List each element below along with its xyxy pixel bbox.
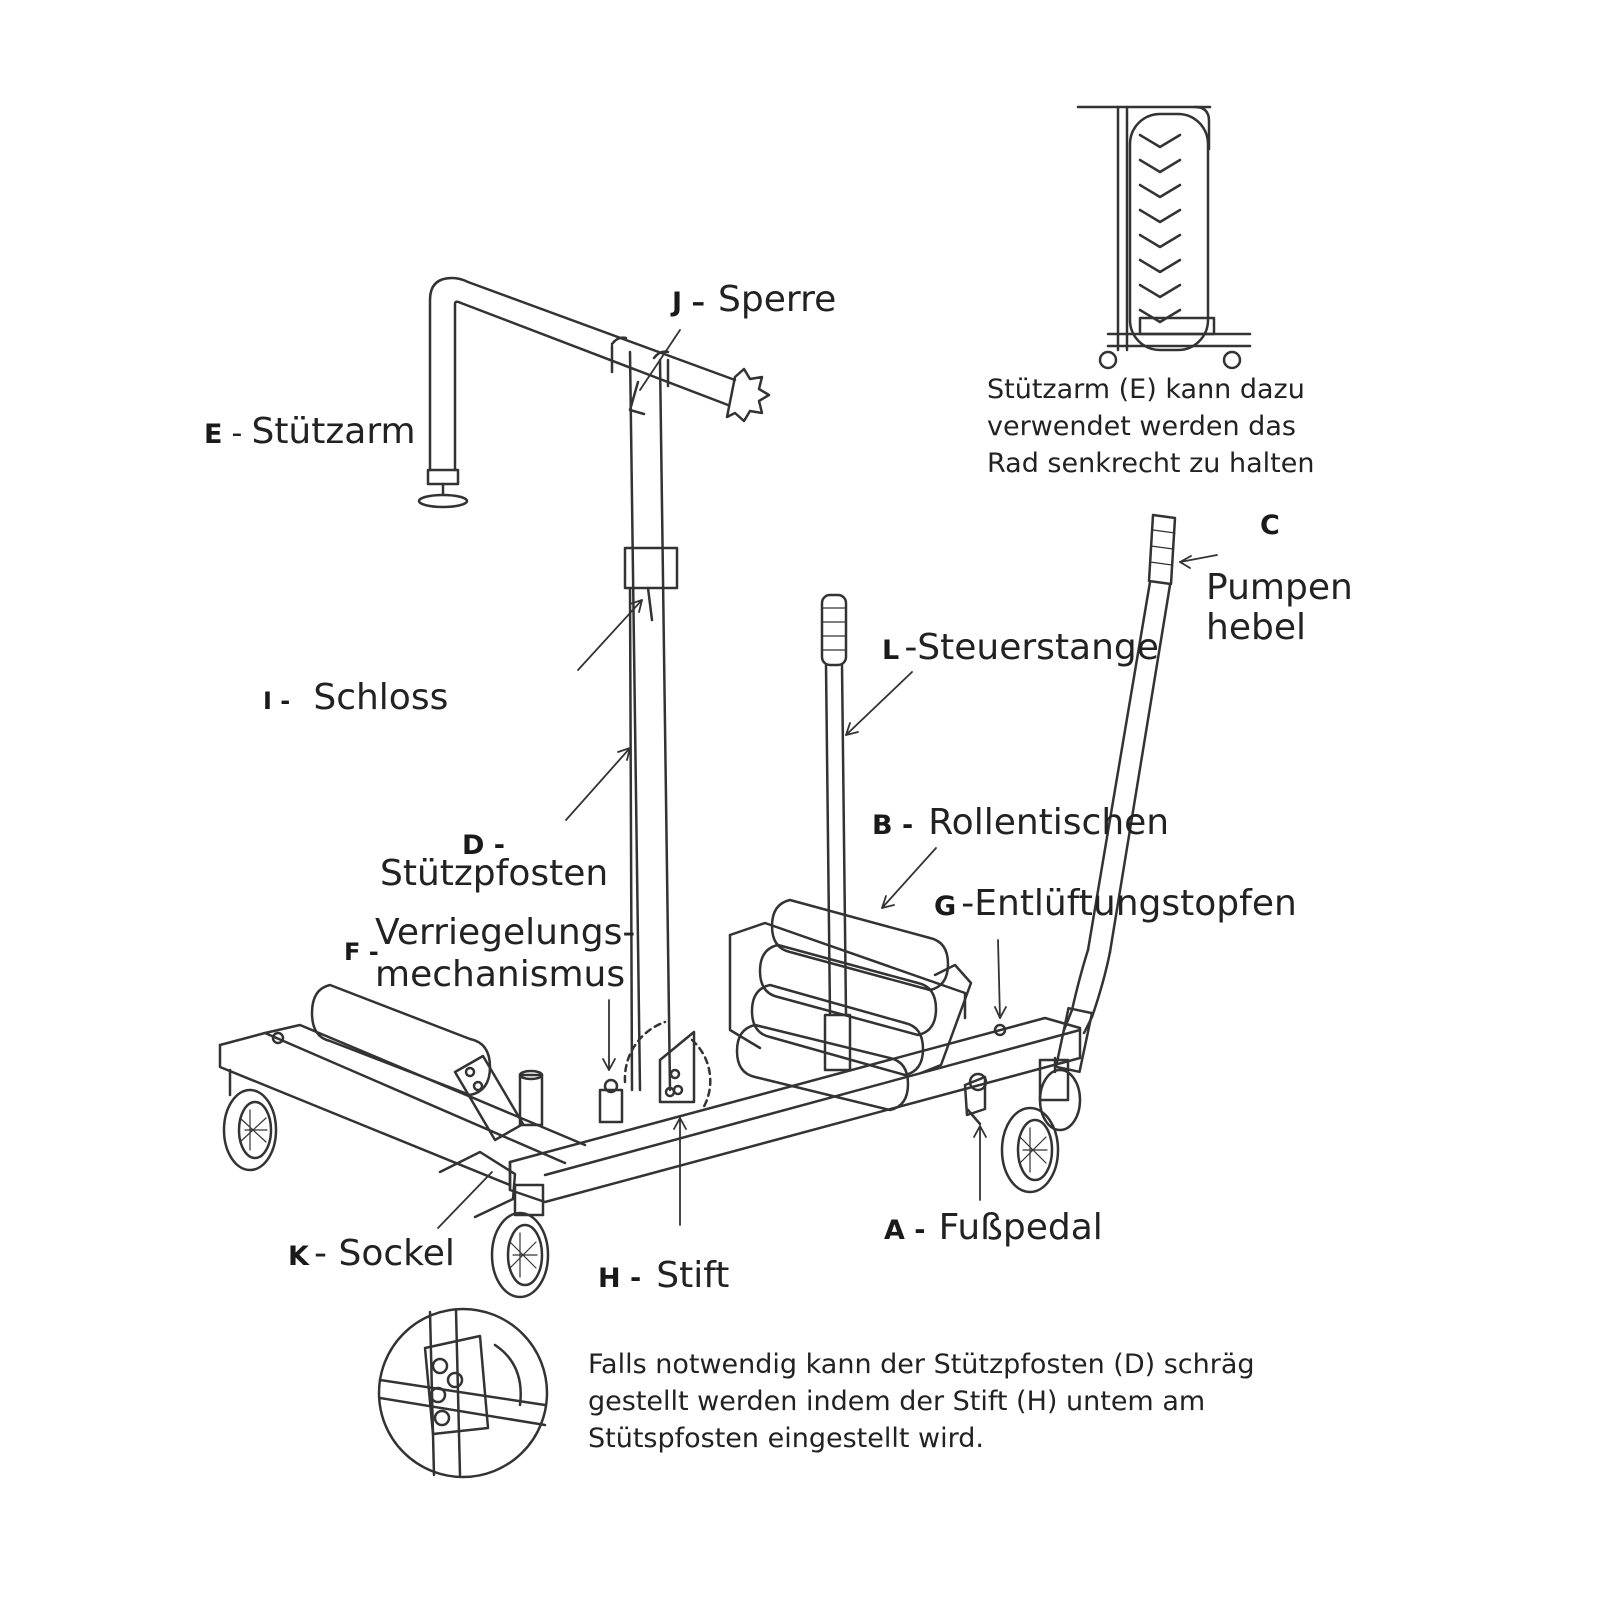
support-post bbox=[623, 350, 712, 1112]
label-f-verriegelungsmechanismus: Verriegelungs- mechanismus bbox=[375, 912, 635, 996]
note-top-line: verwendet werden das bbox=[987, 411, 1296, 442]
note-top: Stützarm (E) kann dazu verwendet werden … bbox=[987, 371, 1314, 482]
label-letter: C bbox=[1260, 510, 1280, 541]
label-name-line2: mechanismus bbox=[375, 954, 626, 995]
label-name: Stift bbox=[656, 1255, 730, 1296]
label-name: Stützarm bbox=[251, 411, 416, 452]
label-h-stift: H - Stift bbox=[598, 1258, 729, 1294]
label-letter: F - bbox=[344, 938, 379, 966]
label-j-sperre: J – Sperre bbox=[672, 282, 836, 318]
note-bottom-line: Falls notwendig kann der Stützpfosten (D… bbox=[588, 1349, 1255, 1380]
label-letter: D - bbox=[462, 830, 506, 861]
label-f-letter: F - bbox=[344, 940, 379, 964]
label-letter: B - bbox=[872, 810, 914, 841]
note-top-line: Stützarm (E) kann dazu bbox=[987, 374, 1305, 405]
note-bottom-line: Stütspfosten eingestellt wird. bbox=[588, 1423, 984, 1454]
control-bar bbox=[820, 593, 852, 1072]
label-name: - Sockel bbox=[314, 1233, 455, 1274]
label-letter: E bbox=[204, 419, 223, 450]
label-letter: H - bbox=[598, 1263, 642, 1294]
roller-platform bbox=[728, 898, 973, 1112]
caster-left bbox=[222, 1068, 278, 1172]
label-l-steuerstange: L -Steuerstange bbox=[882, 630, 1159, 666]
label-name-line1: Pumpen bbox=[1206, 567, 1353, 608]
support-arm bbox=[417, 276, 771, 509]
label-separator: - bbox=[231, 416, 243, 451]
pump-handle bbox=[1054, 513, 1177, 1074]
note-bottom: Falls notwendig kann der Stützpfosten (D… bbox=[588, 1346, 1255, 1457]
inset-pivot-detail bbox=[377, 1307, 549, 1479]
label-name: Schloss bbox=[313, 677, 449, 718]
label-i-schloss: I - Schloss bbox=[263, 680, 448, 716]
label-d-stuetzpfosten: Stützpfosten bbox=[380, 856, 608, 892]
label-letter: J – bbox=[672, 287, 705, 318]
label-name: -Steuerstange bbox=[904, 627, 1159, 668]
caster-right-front bbox=[1000, 1058, 1070, 1194]
casters bbox=[222, 1056, 1082, 1299]
note-bottom-line: gestellt werden indem der Stift (H) unte… bbox=[588, 1386, 1206, 1417]
caster-right-rear bbox=[1038, 1056, 1082, 1132]
label-a-fusspedal: A - Fußpedal bbox=[884, 1210, 1103, 1246]
label-e-stuetzarm: E - Stützarm bbox=[204, 414, 416, 450]
label-name: Rollentischen bbox=[928, 802, 1170, 843]
label-name: Sperre bbox=[718, 279, 837, 320]
label-name: Stützpfosten bbox=[380, 853, 609, 894]
label-c-pumpenhebel: Pumpen hebel bbox=[1206, 568, 1353, 648]
label-name: -Entlüftungstopfen bbox=[961, 883, 1297, 924]
label-k-sockel: K - Sockel bbox=[288, 1236, 455, 1272]
inset-upright-tire bbox=[1076, 105, 1252, 370]
label-name: Fußpedal bbox=[938, 1207, 1103, 1248]
label-name-line1: Verriegelungs- bbox=[375, 912, 636, 953]
leader-lines bbox=[437, 329, 1218, 1229]
label-g-entlueftungstopfen: G -Entlüftungstopfen bbox=[934, 886, 1297, 922]
label-letter: L bbox=[882, 635, 900, 666]
base-frame bbox=[218, 1016, 1082, 1219]
label-d-letter: D - bbox=[462, 832, 505, 859]
caster-front bbox=[490, 1183, 550, 1299]
label-c-letter: C bbox=[1260, 512, 1280, 539]
label-b-rollentischen: B - Rollentischen bbox=[872, 805, 1169, 841]
note-top-line: Rad senkrecht zu halten bbox=[987, 448, 1315, 479]
label-letter: G bbox=[934, 891, 957, 922]
label-letter: I - bbox=[263, 687, 291, 715]
label-letter: K bbox=[288, 1241, 309, 1272]
label-name-line2: hebel bbox=[1206, 607, 1306, 648]
label-letter: A - bbox=[884, 1215, 926, 1246]
